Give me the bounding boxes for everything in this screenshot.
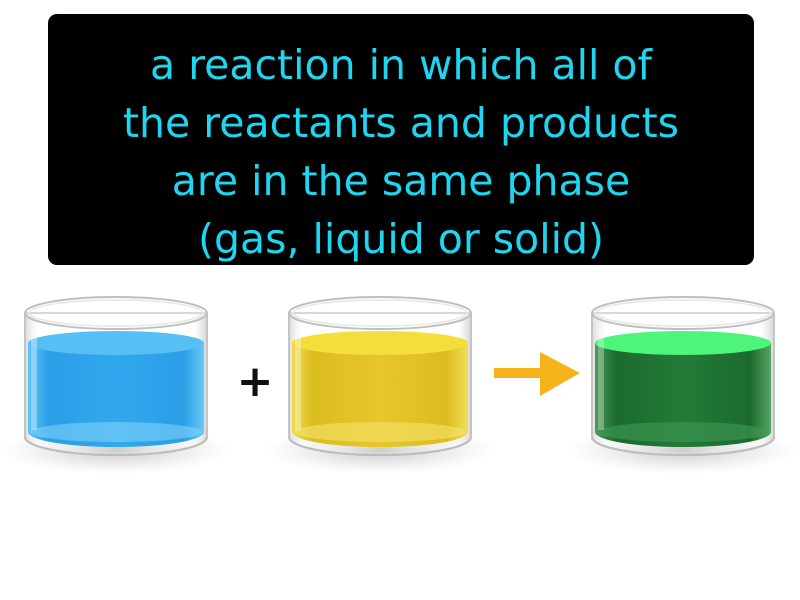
- definition-line-1: a reaction in which all of: [150, 41, 652, 89]
- definition-line-4: (gas, liquid or solid): [197, 215, 605, 263]
- plus-symbol: +: [237, 356, 274, 407]
- green-liquid: [595, 343, 771, 447]
- reaction-arrow-icon: [494, 352, 580, 396]
- blue-liquid: [28, 343, 204, 447]
- yellow-liquid-surface: [292, 331, 468, 355]
- reaction-illustration: +: [0, 280, 800, 500]
- definition-box: a reaction in which all of the reactants…: [48, 14, 754, 265]
- green-liquid-surface: [595, 331, 771, 355]
- beaker-yellow: [265, 296, 495, 474]
- blue-liquid-surface: [28, 331, 204, 355]
- plus-sign: +: [237, 356, 274, 407]
- definition-line-3: are in the same phase: [171, 157, 631, 205]
- yellow-liquid: [292, 343, 468, 447]
- definition-line-2: the reactants and products: [122, 99, 680, 147]
- reaction-svg: +: [1, 296, 798, 474]
- beaker-blue: [1, 296, 231, 474]
- beaker-green: [568, 296, 798, 474]
